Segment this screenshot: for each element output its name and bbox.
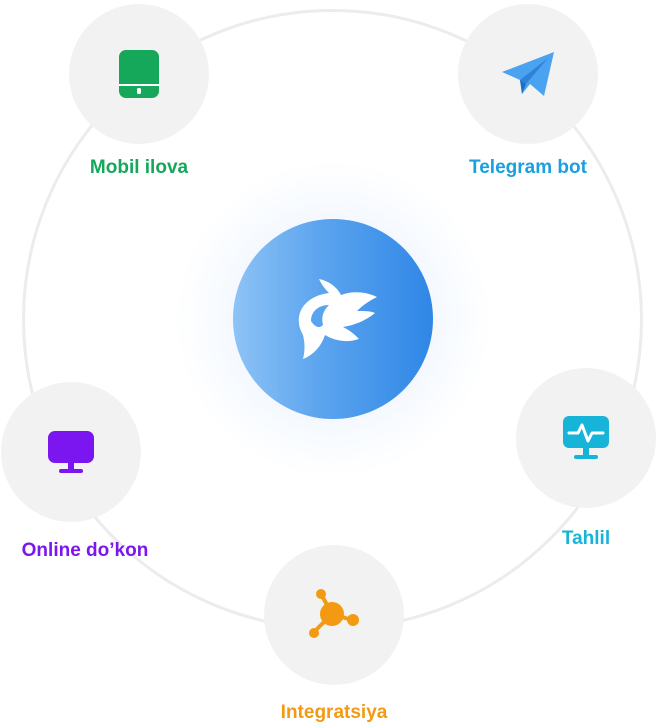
node-integration-label: Integratsiya bbox=[280, 702, 388, 723]
desktop-monitor-icon bbox=[46, 429, 96, 475]
node-analytics-label: Tahlil bbox=[561, 528, 611, 549]
analytics-monitor-icon bbox=[561, 414, 611, 462]
bird-wing-logo-icon bbox=[285, 277, 381, 361]
center-hub bbox=[233, 219, 433, 419]
node-telegram-bot[interactable] bbox=[458, 4, 598, 144]
node-analytics[interactable] bbox=[516, 368, 656, 508]
node-online-shop-label: Online do’kon bbox=[21, 540, 149, 561]
mobile-device-icon bbox=[117, 48, 161, 100]
integration-hub-icon bbox=[306, 588, 362, 642]
node-online-shop[interactable] bbox=[1, 382, 141, 522]
node-telegram-bot-label: Telegram bot bbox=[469, 157, 587, 178]
node-mobile-app-label: Mobil ilova bbox=[89, 157, 189, 178]
node-mobile-app[interactable] bbox=[69, 4, 209, 144]
telegram-send-icon bbox=[500, 50, 556, 98]
node-integration[interactable] bbox=[264, 545, 404, 685]
